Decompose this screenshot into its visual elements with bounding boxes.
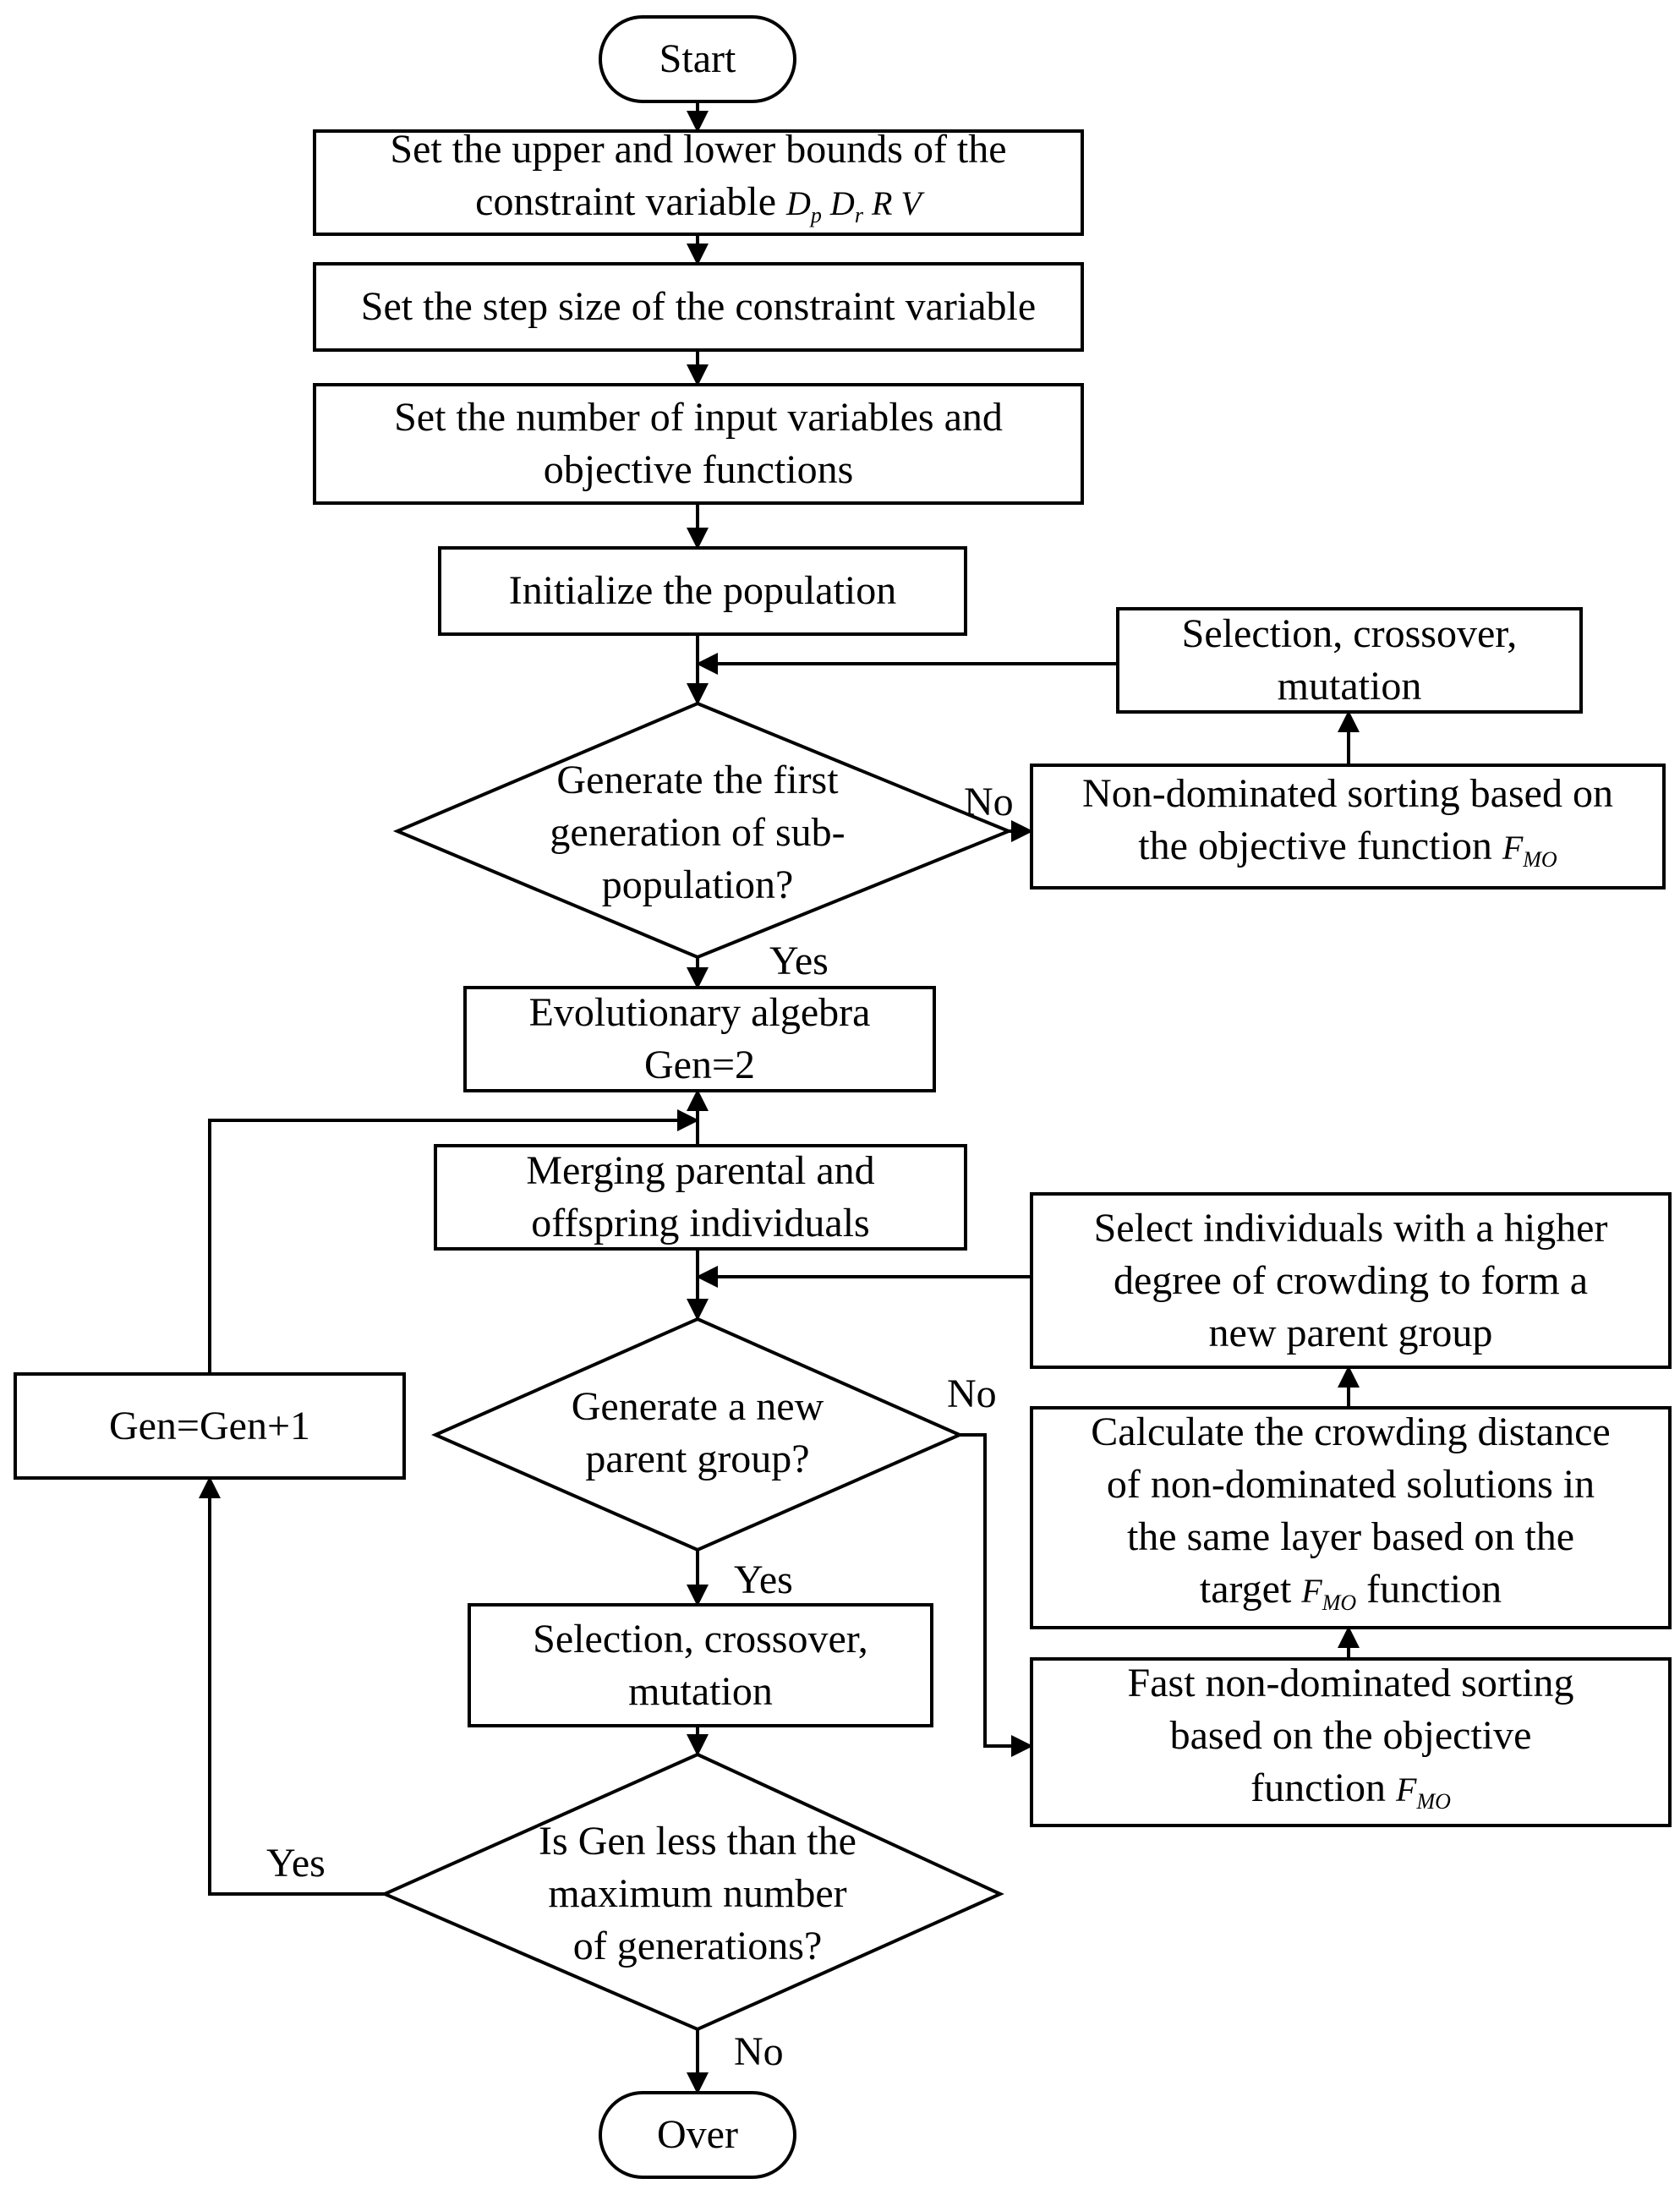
init-box [438,546,967,636]
new-parent-decision [431,1316,964,1552]
label-no-new-parent: No [947,1371,997,1416]
arrow-maxgen-yes [199,1476,385,1896]
step-box [313,262,1084,352]
label-yes-new-parent: Yes [734,1557,793,1602]
nondominated-box [1030,764,1666,889]
crowding-box [1030,1406,1672,1629]
label-yes-first-gen: Yes [769,939,829,983]
inputs-box [313,383,1084,505]
merge-box [434,1144,967,1251]
evolutionary-box [463,986,936,1092]
label-yes-max-gen: Yes [266,1841,326,1886]
bounds-box [313,129,1084,236]
arrow-newparent-no [960,1433,1033,1757]
fast-sort-box [1030,1657,1672,1827]
label-no-first-gen: No [964,780,1014,824]
first-gen-decision [392,701,1014,960]
selection-top-box [1116,607,1583,714]
label-no-max-gen: No [734,2029,784,2074]
select-individuals-box [1030,1192,1672,1369]
start-terminal [599,15,796,103]
arrow-loop-merge [208,1109,699,1374]
gen-increment-box [14,1372,406,1480]
max-gen-decision [380,1752,1004,2032]
selection-mid-box [468,1603,933,1727]
over-terminal [599,2091,796,2179]
